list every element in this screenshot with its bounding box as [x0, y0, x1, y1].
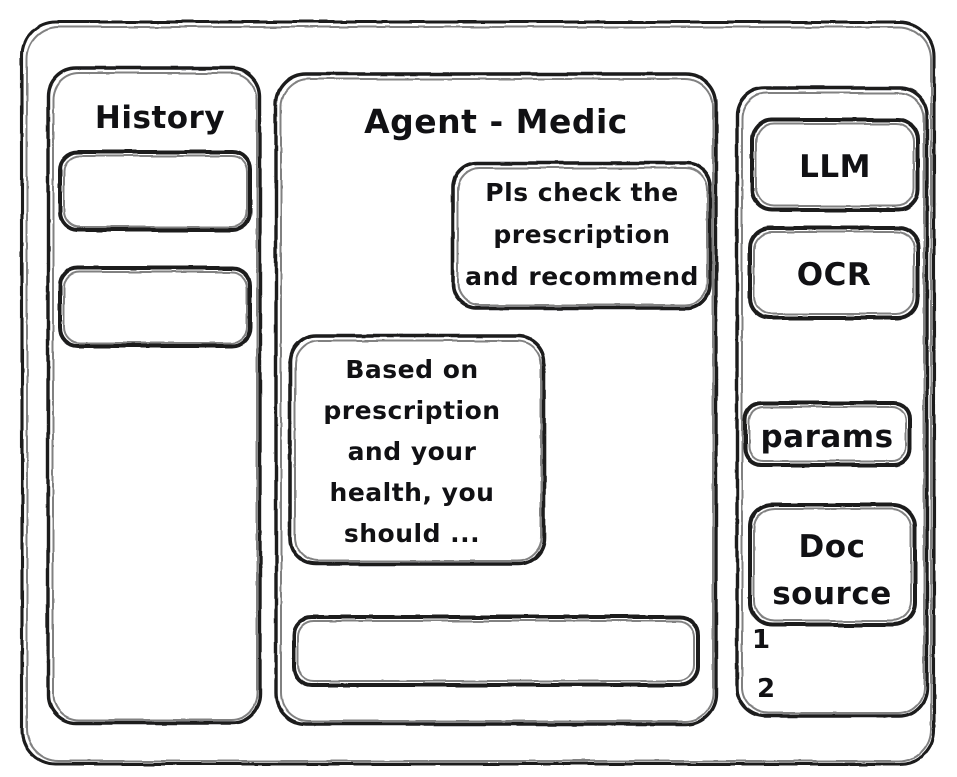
params-button[interactable]: params	[743, 401, 912, 467]
message-user-line-1: Pls check the	[485, 178, 678, 207]
chat-panel-title: Agent - Medic	[364, 102, 628, 141]
history-panel-title: History	[95, 100, 225, 136]
history-item-1[interactable]	[58, 150, 252, 232]
message-bubble-assistant: Based on prescription and your health, y…	[288, 334, 546, 566]
tools-panel	[735, 86, 929, 718]
doc-source-entry-1[interactable]: 1	[752, 625, 771, 655]
tool-ocr[interactable]: OCR	[748, 226, 920, 320]
message-user-line-2: prescription	[493, 220, 670, 249]
message-assistant-line-2: prescription	[323, 396, 500, 425]
message-assistant-line-3: and your	[348, 437, 477, 466]
composer-input[interactable]	[292, 615, 700, 687]
params-button-label: params	[760, 419, 893, 455]
message-assistant-line-5: should ...	[344, 519, 480, 548]
message-user-line-3: and recommend	[465, 262, 699, 291]
doc-source-line-1: Doc	[799, 529, 866, 565]
tool-llm[interactable]: LLM	[750, 118, 920, 212]
message-bubble-user: Pls check the prescription and recommend	[451, 161, 712, 310]
app-window-frame	[20, 20, 936, 766]
history-panel	[46, 66, 262, 725]
tool-llm-label: LLM	[799, 149, 871, 185]
tool-ocr-label: OCR	[797, 257, 871, 293]
doc-source-line-2: source	[772, 576, 892, 612]
message-assistant-line-1: Based on	[345, 355, 478, 384]
doc-source-card[interactable]: Doc source	[748, 503, 917, 627]
history-item-2[interactable]	[58, 266, 252, 348]
chat-panel	[274, 72, 718, 726]
message-assistant-line-4: health, you	[330, 478, 495, 507]
doc-source-entry-2[interactable]: 2	[757, 674, 776, 704]
